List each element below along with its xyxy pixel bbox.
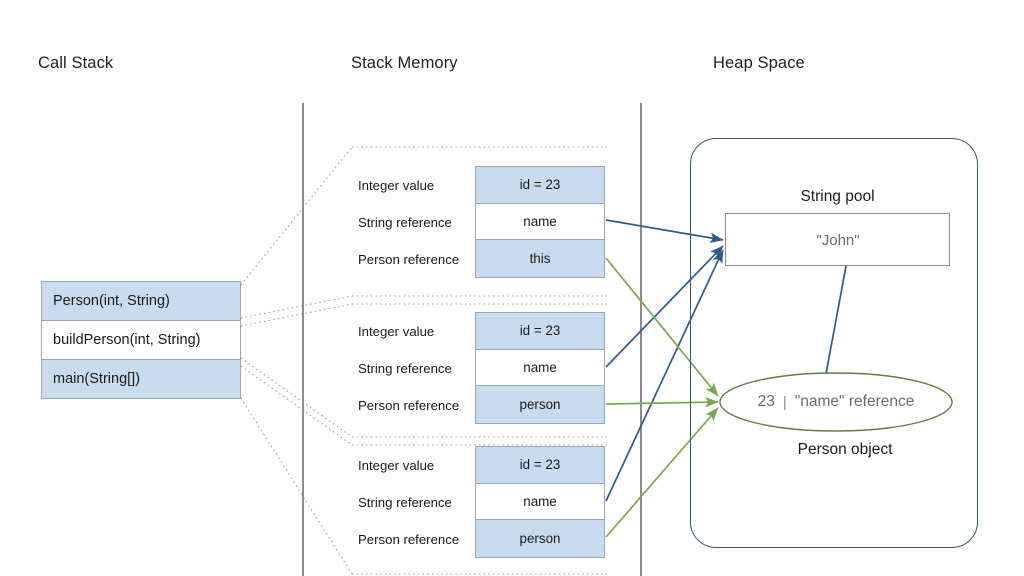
frame1-label-integer-value: Integer value (358, 178, 435, 193)
frame3-cell-name[interactable]: name (476, 483, 604, 520)
frame1-label-string-reference: String reference (358, 215, 452, 230)
stack-frame-person: Integer value String reference Person re… (358, 166, 608, 281)
frame2-label-person-reference: Person reference (358, 398, 460, 413)
frame2-cells: id = 23 name person (475, 312, 605, 424)
frame3-cell-person[interactable]: person (476, 520, 604, 557)
person-object-field-separator: | (782, 393, 787, 411)
column-title-heap-space: Heap Space (713, 54, 805, 72)
person-object-field-id: 23 (757, 393, 775, 410)
frame2-cell-name[interactable]: name (476, 349, 604, 386)
call-stack-frame-person[interactable]: Person(int, String) (42, 282, 240, 321)
frame1-cell-id[interactable]: id = 23 (476, 167, 604, 204)
frame1-cell-name[interactable]: name (476, 203, 604, 240)
person-object-field-name: "name" reference (794, 393, 915, 410)
frame3-label-integer-value: Integer value (358, 458, 435, 473)
call-stack-box: Person(int, String) buildPerson(int, Str… (41, 281, 241, 399)
frame3-label-person-reference: Person reference (358, 532, 460, 547)
frame1-label-person-reference: Person reference (358, 252, 460, 267)
call-stack-frame-buildperson[interactable]: buildPerson(int, String) (42, 321, 240, 360)
frame3-cell-id[interactable]: id = 23 (476, 447, 604, 484)
call-stack-frame-main[interactable]: main(String[]) (42, 360, 240, 398)
string-pool-title: String pool (800, 188, 875, 205)
frame2-label-integer-value: Integer value (358, 324, 435, 339)
frame3-cells: id = 23 name person (475, 446, 605, 558)
heap-space-container (690, 138, 978, 548)
frame1-cell-this[interactable]: this (476, 240, 604, 277)
divider-call-stack-memory (302, 103, 304, 576)
stack-frame-buildperson: Integer value String reference Person re… (358, 312, 608, 427)
string-pool-entry-label[interactable]: "John" (816, 231, 860, 249)
column-title-call-stack: Call Stack (38, 54, 114, 72)
frame1-cells: id = 23 name this (475, 166, 605, 278)
person-object-caption: Person object (797, 441, 893, 458)
frame2-cell-id[interactable]: id = 23 (476, 313, 604, 350)
frame3-label-string-reference: String reference (358, 495, 452, 510)
stack-frame-main: Integer value String reference Person re… (358, 446, 608, 561)
person-object-fields[interactable]: 23 | "name" reference (720, 386, 952, 418)
divider-stack-heap (640, 103, 642, 576)
column-title-stack-memory: Stack Memory (351, 54, 458, 72)
string-pool-box (725, 213, 950, 266)
frame2-label-string-reference: String reference (358, 361, 452, 376)
frame2-cell-person[interactable]: person (476, 386, 604, 423)
